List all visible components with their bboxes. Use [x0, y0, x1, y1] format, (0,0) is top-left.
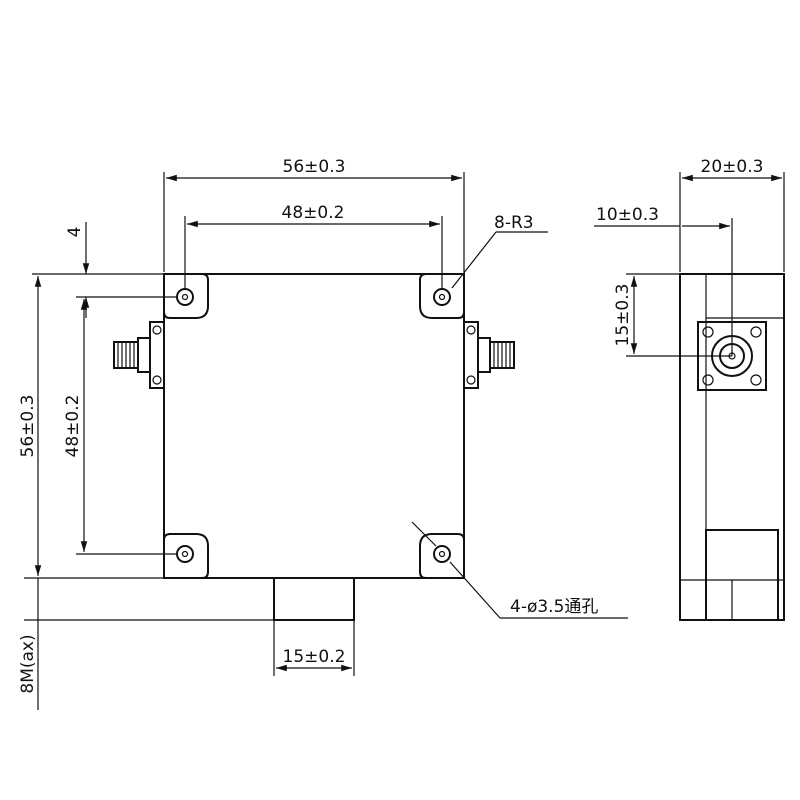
dim-left-outer: 56±0.3: [18, 395, 38, 458]
mounting-tab-top-right: [419, 273, 465, 319]
dimension-lines: 56±0.3 48±0.2 8-R3 4 56±0.3 48±0.2 8M(ax…: [18, 157, 628, 710]
bottom-connector: [273, 577, 355, 621]
dim-bottom-height: 8M(ax): [18, 634, 38, 693]
housing-outline: [163, 273, 465, 579]
side-dimension-lines: 20±0.3 10±0.3 15±0.3: [594, 157, 785, 357]
dim-top-inner: 48±0.2: [282, 203, 345, 223]
mounting-tab-top-left: [163, 273, 209, 319]
dim-left-inner: 48±0.2: [63, 395, 83, 458]
dim-bottom-width: 15±0.2: [283, 647, 346, 667]
dim-top-outer: 56±0.3: [283, 157, 346, 177]
dim-side-offset: 10±0.3: [596, 205, 659, 225]
dim-side-width: 20±0.3: [701, 157, 764, 177]
left-connector: [113, 321, 165, 389]
right-connector: [463, 321, 515, 389]
mounting-tab-bottom-left: [163, 533, 209, 579]
front-view: [113, 273, 515, 621]
dim-corner-radius: 8-R3: [494, 213, 534, 233]
dim-side-height: 15±0.3: [613, 284, 633, 347]
dim-holes: 4-ø3.5通孔: [510, 597, 598, 617]
mounting-tab-bottom-right: [419, 533, 465, 579]
dim-left-offset: 4: [65, 227, 85, 238]
